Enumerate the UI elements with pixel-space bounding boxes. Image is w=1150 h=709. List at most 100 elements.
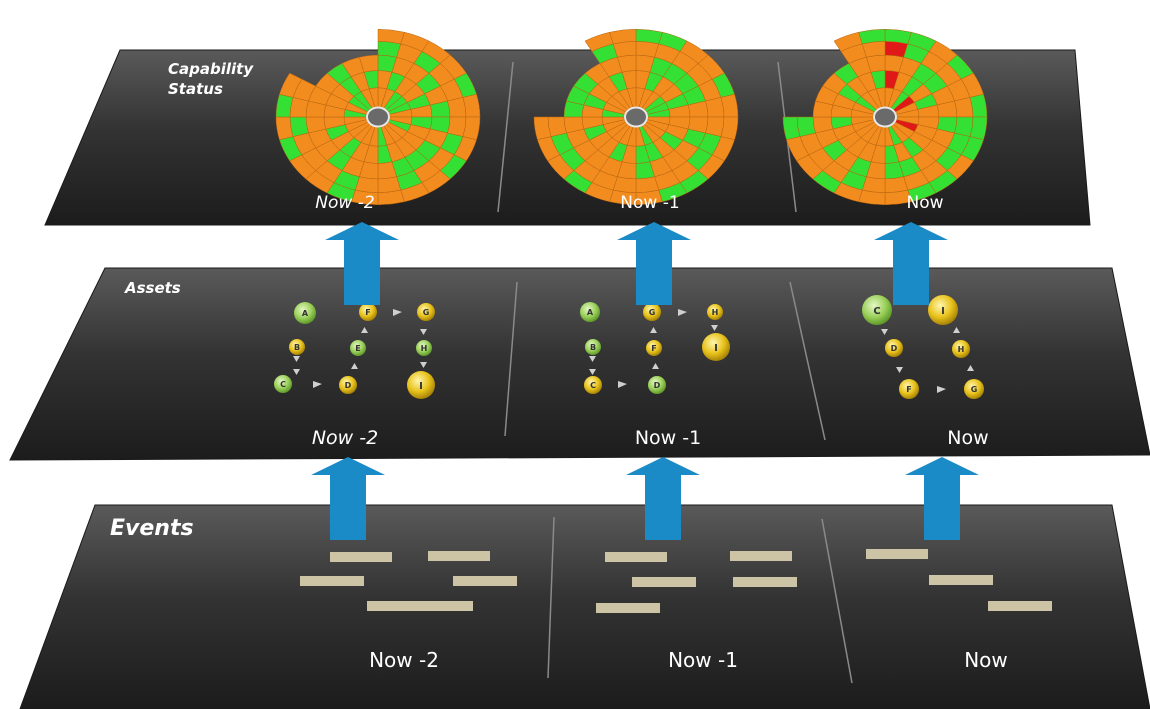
flow-arrow-up [905, 457, 979, 540]
capability-time-label-2: Now -1 [620, 193, 679, 213]
events-divider-1 [547, 516, 555, 679]
capability-sunburst-1 [275, 29, 481, 205]
asset-node-f: F [359, 303, 377, 321]
events-time-label-1: Now -2 [369, 648, 439, 672]
asset-node-h: H [416, 340, 432, 356]
svg-text:H: H [712, 308, 719, 317]
asset-node-f: F [899, 379, 919, 399]
asset-node-c: C [274, 375, 292, 393]
capability-title-line2: Status [168, 80, 223, 98]
sunburst-segment [858, 29, 886, 45]
sunburst-segment [954, 97, 974, 118]
event-bar [929, 575, 993, 585]
svg-text:B: B [294, 343, 300, 352]
event-bar [866, 549, 928, 559]
event-bar [596, 603, 660, 613]
svg-text:D: D [345, 381, 352, 390]
asset-node-g: G [643, 303, 661, 321]
event-bar [733, 577, 797, 587]
sunburst-segment [782, 116, 801, 140]
assets-divider-2 [789, 281, 826, 441]
capability-layer: Capability Status Now -2 Now -1 Now [44, 29, 1091, 226]
asset-node-g: G [964, 379, 984, 399]
sunburst-segment [533, 116, 552, 140]
asset-node-b: B [585, 339, 601, 355]
asset-node-f: F [646, 340, 662, 356]
svg-text:I: I [714, 343, 718, 354]
asset-graph-2: A G H B F I C D [580, 302, 730, 394]
flow-arrow-up [617, 222, 691, 305]
capability-time-label-1: Now -2 [315, 193, 374, 213]
capability-time-label-3: Now [906, 193, 943, 213]
svg-text:F: F [651, 344, 656, 353]
svg-text:C: C [590, 381, 596, 390]
sunburst-segment [861, 41, 886, 58]
svg-text:B: B [590, 343, 596, 352]
svg-text:H: H [958, 345, 965, 354]
capability-divider-1 [497, 61, 514, 213]
event-bar [428, 551, 490, 561]
asset-graph-2-arrows [589, 309, 718, 388]
sunburst-segment [377, 176, 402, 193]
assets-layer: Assets A F G B E H C D I A G H B [9, 267, 1150, 461]
svg-text:I: I [941, 306, 945, 317]
asset-graph-1: A F G B E H C D I [274, 302, 435, 399]
sunburst-segment [612, 41, 637, 58]
sunburst-segment [279, 72, 303, 98]
event-bars [300, 549, 1052, 613]
sunburst-segment [705, 97, 725, 118]
assets-time-label-3: Now [947, 427, 988, 449]
asset-graph-3-arrows [881, 327, 974, 393]
sunburst-segment [796, 116, 816, 137]
asset-node-c: C [862, 295, 892, 325]
flow-arrow-up [311, 457, 385, 540]
asset-node-d: D [339, 376, 357, 394]
event-bar [367, 601, 473, 611]
sunburst-hub [624, 106, 648, 128]
event-bar [632, 577, 696, 587]
capability-sunburst-3 [782, 29, 988, 205]
asset-graph-1-arrows [293, 309, 427, 388]
asset-node-h: H [707, 304, 723, 320]
svg-text:I: I [419, 381, 423, 392]
svg-text:C: C [280, 380, 286, 389]
flow-arrow-up [325, 222, 399, 305]
assets-time-label-2: Now -1 [635, 427, 701, 449]
flow-arrow-up [874, 222, 948, 305]
assets-title: Assets [124, 279, 181, 297]
events-title: Events [110, 516, 194, 541]
sunburst-segment [609, 29, 637, 45]
asset-node-h: H [952, 340, 970, 358]
asset-node-d: D [885, 339, 903, 357]
assets-divider-1 [504, 281, 518, 437]
events-time-label-2: Now -1 [668, 648, 738, 672]
event-bar [730, 551, 792, 561]
svg-text:A: A [302, 309, 309, 318]
svg-text:G: G [649, 308, 656, 317]
svg-text:D: D [891, 344, 898, 353]
svg-text:G: G [423, 308, 430, 317]
capability-title-line1: Capability [168, 60, 254, 78]
asset-node-c: C [584, 376, 602, 394]
asset-graph-3: C I D H F G [862, 295, 984, 399]
svg-text:E: E [355, 344, 360, 353]
sunburst-hub [366, 106, 390, 128]
capability-sunburst-2 [533, 29, 739, 205]
svg-text:D: D [654, 381, 661, 390]
events-layer: Events Now -2 Now -1 Now [19, 504, 1150, 709]
event-bar [605, 552, 667, 562]
asset-node-i: I [407, 371, 435, 399]
asset-node-i: I [928, 295, 958, 325]
events-divider-2 [821, 518, 853, 684]
svg-text:G: G [971, 385, 978, 394]
sunburst-segment [547, 116, 567, 137]
asset-node-a: A [294, 302, 316, 324]
flow-arrow-up [626, 457, 700, 540]
asset-node-b: B [289, 339, 305, 355]
svg-text:F: F [906, 385, 911, 394]
asset-node-d: D [648, 376, 666, 394]
sunburst-segment [359, 54, 379, 73]
sunburst-hub [873, 106, 897, 128]
event-bar [453, 576, 517, 586]
